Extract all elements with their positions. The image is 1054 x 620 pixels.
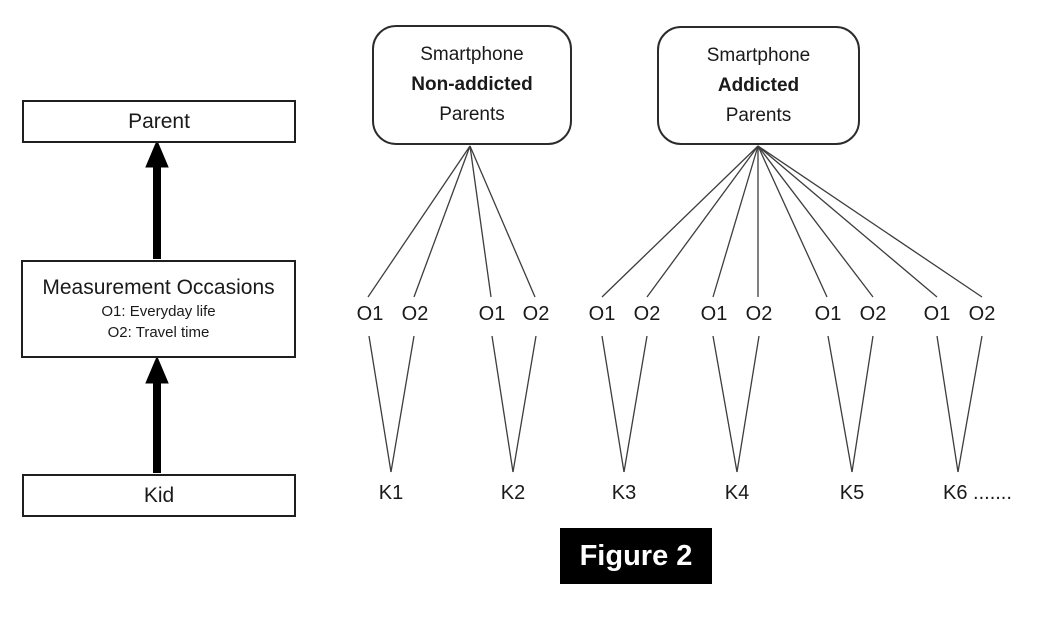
kid-label-k5: K5 [839,482,865,504]
occasion-label-k3-o2: O2 [633,303,661,325]
occasion-label-k2-o1: O1 [478,303,506,325]
occasion-label-k6-o1: O1 [923,303,951,325]
occasion-label-k5-o2: O2 [859,303,887,325]
addicted-parents-box: Smartphone Addicted Parents [657,26,860,145]
non-addicted-line3: Parents [439,104,505,125]
occasion-2-definition: O2: Travel time [107,324,210,341]
arrow-kid-to-occasions [145,355,169,473]
kid-label-k4: K4 [724,482,750,504]
kid-label-k2: K2 [500,482,526,504]
measurement-occasions-box: Measurement Occasions O1: Everyday life … [21,260,296,358]
occasion-label-k2-o2: O2 [522,303,550,325]
measurement-occasions-title: Measurement Occasions [42,276,275,299]
parent-box-label: Parent [128,109,190,133]
occasion-label-k5-o1: O1 [814,303,842,325]
non-addicted-line2: Non-addicted [411,74,533,95]
non-addicted-line1: Smartphone [420,44,524,65]
kid-label-k6: K6 ....... [943,482,1012,504]
kid-label-k3: K3 [611,482,637,504]
occasion-label-k3-o1: O1 [588,303,616,325]
non-addicted-parents-box: Smartphone Non-addicted Parents [372,25,572,145]
non-addicted-fan-lines [367,145,536,298]
occasion-to-kid-lines [368,335,983,473]
kid-label-k1: K1 [378,482,404,504]
parent-box: Parent [22,100,296,143]
occasion-label-k6-o2: O2 [968,303,996,325]
occasion-label-k4-o2: O2 [745,303,773,325]
occasion-label-k4-o1: O1 [700,303,728,325]
kid-box: Kid [22,474,296,517]
addicted-line2: Addicted [717,74,800,96]
occasion-label-k1-o1: O1 [356,303,384,325]
kid-box-label: Kid [143,483,175,507]
addicted-line3: Parents [725,104,792,126]
occasion-label-k1-o2: O2 [401,303,429,325]
occasion-1-definition: O1: Everyday life [101,303,216,320]
addicted-line1: Smartphone [706,44,811,66]
addicted-fan-lines [601,145,983,298]
arrow-occasions-to-parent [145,139,169,259]
figure-caption-text: Figure 2 [579,539,693,572]
figure-caption: Figure 2 [560,528,712,584]
